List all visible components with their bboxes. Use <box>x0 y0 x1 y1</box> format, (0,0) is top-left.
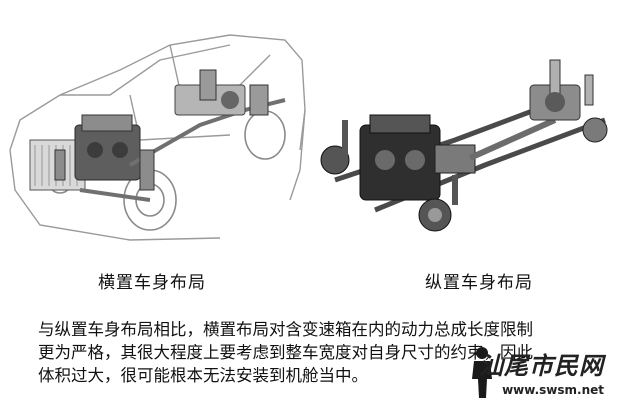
site-watermark: 汕尾市民网 www.swsm.net <box>462 344 612 399</box>
engine-longitudinal <box>359 114 476 201</box>
paragraph-line: 与纵置车身布局相比，横置布局对含变速箱在内的动力总成长度限制 <box>38 320 533 339</box>
driveshaft <box>468 117 557 161</box>
paragraph-line: 体积过大，很可能根本无法安装到机舱当中。 <box>38 366 368 385</box>
shock-absorbers <box>342 120 458 205</box>
rear-subframe <box>174 69 269 116</box>
transverse-layout-illustration <box>9 34 306 241</box>
paragraph-line: 更为严格，其很大程度上要考虑到整车宽度对自身尺寸的约束，因此 <box>38 343 533 362</box>
rear-axle <box>529 59 608 143</box>
watermark-url: www.swsm.net <box>502 383 604 397</box>
caption-longitudinal-layout: 纵置车身布局 <box>425 273 533 293</box>
longitudinal-layout-illustration <box>320 59 608 232</box>
car-body-outline <box>9 34 306 241</box>
watermark-site-name: 汕尾市民网 <box>479 351 604 380</box>
figure-silhouette-icon <box>472 347 492 398</box>
engine-transverse <box>74 114 141 181</box>
front-suspension <box>54 149 155 191</box>
caption-transverse-layout: 横置车身布局 <box>98 273 206 293</box>
body-paragraph: 与纵置车身布局相比，横置布局对含变速箱在内的动力总成长度限制 更为严格，其很大程… <box>38 318 598 387</box>
